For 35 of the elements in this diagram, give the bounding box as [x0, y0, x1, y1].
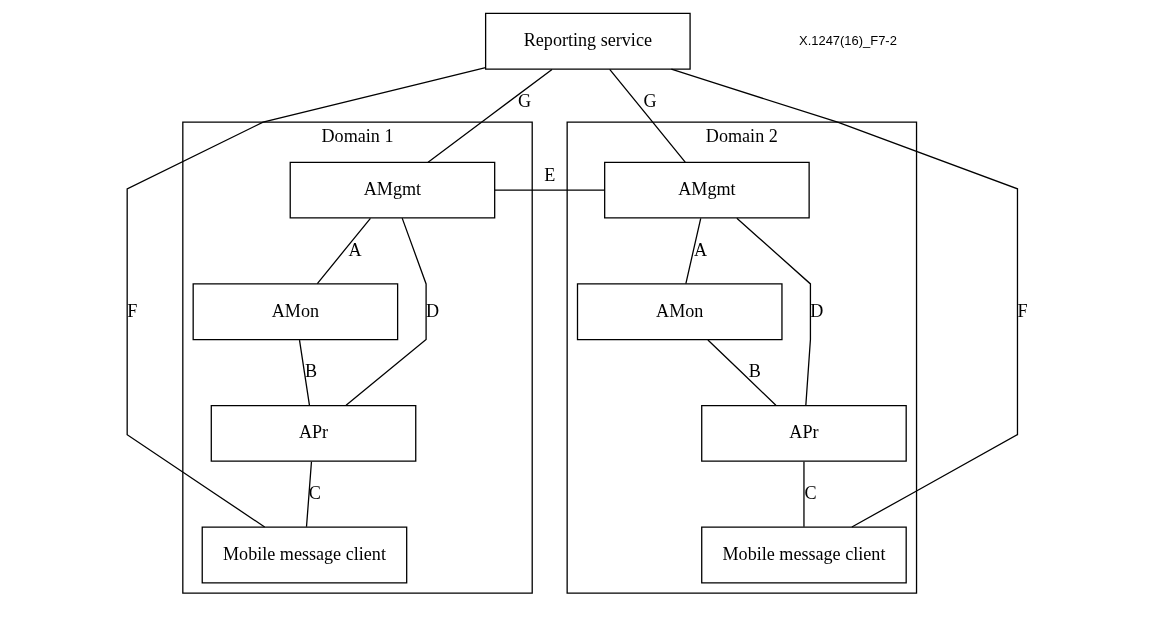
connector [316, 217, 371, 285]
node-box: Mobile message client [201, 526, 407, 584]
edge-label: D [809, 300, 823, 321]
connector [344, 217, 427, 406]
edge-label: C [308, 482, 321, 503]
edge-label: A [347, 239, 361, 260]
connector [426, 68, 553, 163]
node-box: AMon [576, 283, 783, 341]
edge-label: E [543, 165, 555, 186]
edge-label: A [693, 239, 707, 260]
node-box: AMgmt [603, 161, 810, 219]
edge-label: B [304, 361, 317, 382]
connector [298, 339, 310, 406]
connector [493, 189, 605, 191]
edge-label: B [748, 361, 761, 382]
node-box: Reporting service [484, 12, 691, 70]
edge-label: G [642, 90, 657, 111]
node-box: Mobile message client [700, 526, 907, 584]
connector [670, 68, 1018, 528]
node-box: APr [210, 404, 416, 462]
connector [126, 67, 486, 528]
node-box: APr [700, 404, 907, 462]
edge-label: F [126, 300, 137, 321]
connector [608, 68, 686, 163]
connector [305, 461, 312, 528]
edge-label: C [803, 482, 816, 503]
edge-label: F [1017, 300, 1028, 321]
label: X.1247(16)_F7-2 [798, 32, 897, 48]
edge-label: G [517, 90, 531, 111]
connector [706, 339, 777, 406]
connector [802, 461, 805, 528]
node-box: AMon [192, 283, 398, 341]
connector [735, 217, 811, 406]
node-box: AMgmt [289, 161, 495, 219]
connector [684, 217, 701, 285]
